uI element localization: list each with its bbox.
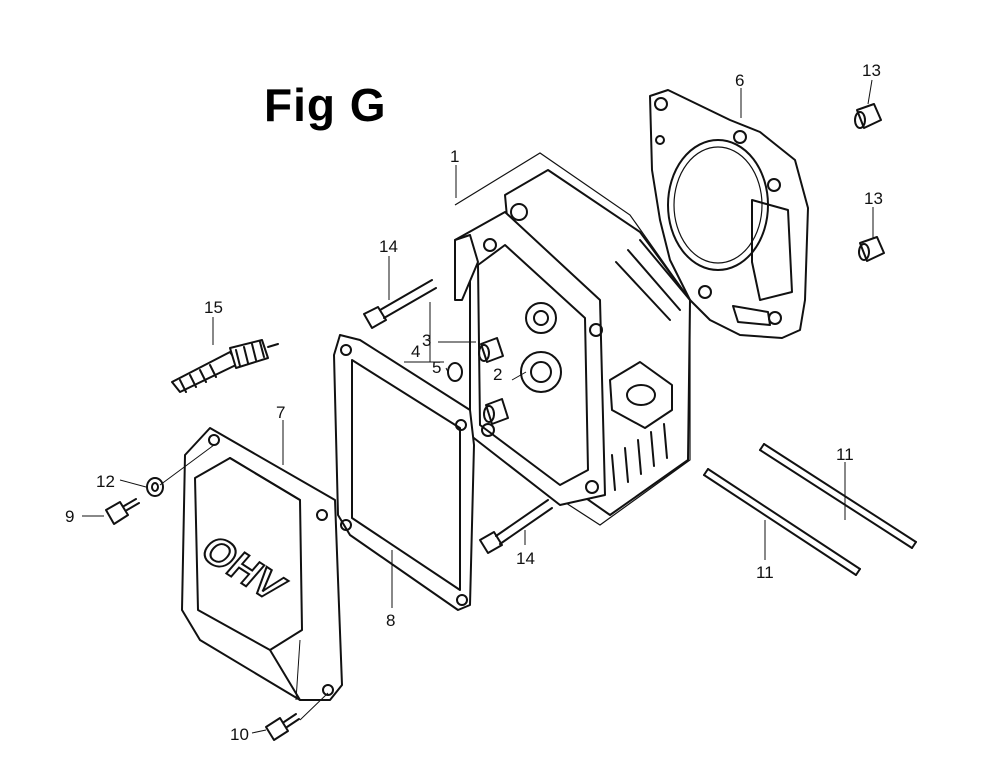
callout-13-upper: 13 (862, 61, 881, 80)
callout-9: 9 (65, 507, 74, 526)
callout-8: 8 (386, 611, 395, 630)
cover-bolt-lower (265, 713, 300, 741)
callout-12: 12 (96, 472, 115, 491)
callout-7: 7 (276, 403, 285, 422)
dowel-pin-lower (858, 236, 885, 262)
callout-13-lower: 13 (864, 189, 883, 208)
callout-6: 6 (735, 71, 744, 90)
callout-11-upper: 11 (836, 445, 854, 464)
figure-title: Fig G (264, 79, 387, 131)
spark-plug (171, 339, 279, 393)
stud-upper (759, 443, 917, 549)
callout-11-lower: 11 (756, 563, 774, 582)
head-dowel-3 (478, 337, 504, 363)
o-ring (447, 362, 463, 382)
callout-15: 15 (204, 298, 223, 317)
callout-10: 10 (230, 725, 249, 744)
head-cover-gasket (333, 334, 475, 611)
leader-lines (82, 79, 874, 734)
head-dowel-2 (483, 398, 509, 425)
callout-14-lower: 14 (516, 549, 535, 568)
callout-1: 1 (450, 147, 459, 166)
sealing-washer (146, 477, 164, 497)
callout-3: 3 (422, 331, 431, 350)
head-bolt-upper (363, 279, 437, 329)
stud-lower (703, 468, 861, 576)
cylinder-head (454, 152, 691, 526)
head-cover: OHV (181, 427, 343, 701)
callout-4: 4 (411, 342, 420, 361)
callout-14-upper: 14 (379, 237, 398, 256)
callouts: 1 2 3 4 5 6 7 8 9 10 11 11 12 13 13 14 1… (65, 61, 883, 744)
head-bolt-lower (479, 499, 553, 554)
callout-5: 5 (432, 358, 441, 377)
dowel-pin-upper (854, 103, 882, 129)
callout-2: 2 (493, 365, 502, 384)
head-gasket (649, 89, 809, 339)
cover-bolt-upper (105, 498, 140, 525)
